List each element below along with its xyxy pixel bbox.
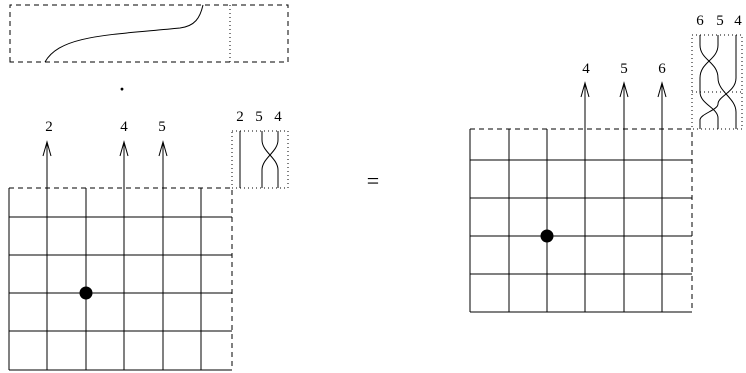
right-grid-marker-dot bbox=[540, 229, 554, 243]
arrow-head bbox=[657, 81, 667, 98]
right-arrows bbox=[580, 81, 667, 129]
left-grid-marker-dot bbox=[79, 286, 93, 300]
right-perm-strand bbox=[699, 35, 737, 129]
left-perm-label: 4 bbox=[274, 109, 282, 125]
right-grid bbox=[469, 128, 693, 313]
equals-sign: = bbox=[367, 168, 379, 193]
left-permutation-box bbox=[231, 130, 289, 189]
left-grid-dashed-border bbox=[9, 187, 233, 370]
right-arrow-label: 5 bbox=[620, 61, 628, 77]
right-perm-strand bbox=[699, 35, 737, 129]
right-perm-strand bbox=[699, 35, 719, 129]
left-perm-border bbox=[231, 130, 289, 189]
left-arrow-label: 4 bbox=[120, 119, 128, 135]
arrow-head bbox=[42, 140, 52, 157]
right-perm-label: 6 bbox=[696, 13, 704, 29]
product-dot: · bbox=[119, 79, 125, 99]
top-box-curve bbox=[44, 4, 204, 63]
arrow-head bbox=[580, 81, 590, 98]
left-grid bbox=[8, 187, 233, 371]
right-perm-label: 4 bbox=[734, 13, 742, 29]
top-curve-box bbox=[9, 4, 289, 63]
left-perm-label: 2 bbox=[236, 109, 244, 125]
left-perm-cross-strand bbox=[261, 131, 279, 188]
left-arrows bbox=[42, 140, 168, 188]
right-perm-border bbox=[691, 34, 743, 130]
left-perm-label: 5 bbox=[255, 109, 263, 125]
right-arrow-label: 6 bbox=[658, 61, 666, 77]
left-arrow-label: 5 bbox=[158, 119, 166, 135]
right-permutation-box bbox=[691, 34, 743, 130]
arrow-head bbox=[119, 140, 129, 157]
right-arrow-label: 4 bbox=[582, 61, 590, 77]
right-grid-dashed-border bbox=[470, 128, 693, 312]
arrow-head bbox=[619, 81, 629, 98]
left-perm-cross-strand bbox=[261, 131, 279, 188]
left-arrow-label: 2 bbox=[45, 119, 53, 135]
right-perm-label: 5 bbox=[716, 13, 724, 29]
top-box-border bbox=[9, 4, 289, 63]
arrow-head bbox=[158, 140, 168, 157]
